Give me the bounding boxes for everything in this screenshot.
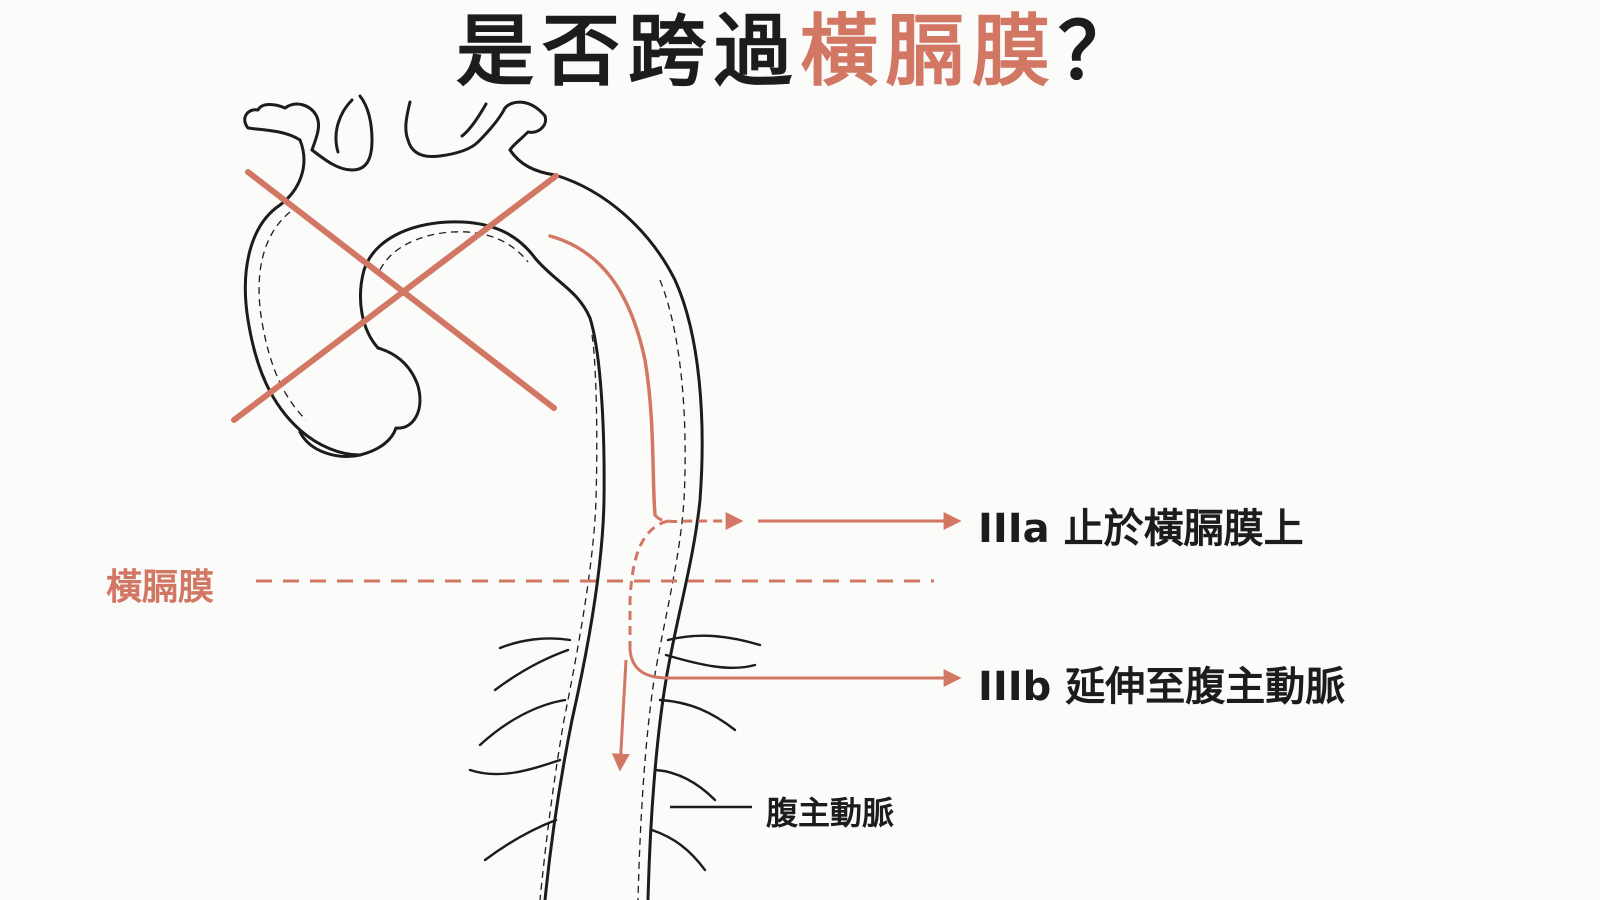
page-title: 是否跨過橫膈膜？ (0, 4, 1600, 100)
title-highlight: 橫膈膜 (799, 7, 1058, 97)
dissection-path (548, 234, 657, 517)
type-3b-label: IIIb 延伸至腹主動脈 (978, 664, 1346, 710)
title-suffix: ？ (1058, 7, 1145, 97)
aorta-outline (243, 94, 704, 900)
aorta-inner-lining (258, 211, 686, 900)
aorta-branches (468, 634, 762, 872)
type-3b-pointer-arrow (628, 649, 962, 687)
type-3b-dashed-path (628, 519, 669, 650)
title-prefix: 是否跨過 (455, 7, 800, 97)
abdominal-down-arrow (611, 659, 630, 772)
abdominal-aorta-label: 腹主動脈 (766, 794, 895, 832)
exclusion-x (231, 169, 559, 423)
type-3a-label: IIIa 止於橫膈膜上 (978, 506, 1304, 552)
diaphragm-label: 橫膈膜 (106, 567, 215, 608)
type-3a-dashed-arrow (653, 512, 744, 530)
